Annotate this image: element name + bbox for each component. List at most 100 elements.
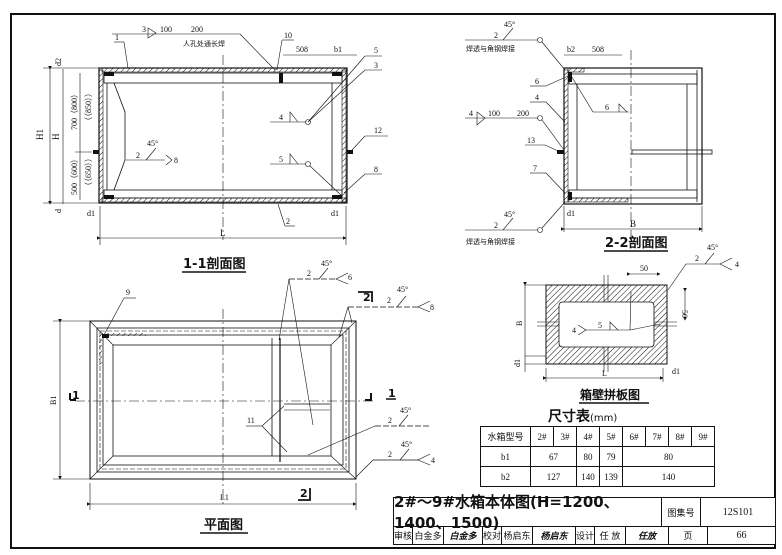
svg-text:4: 4 (469, 109, 473, 118)
dim-L: L (220, 228, 226, 238)
plan-view: 1 1 2 2 B1 L1 9 11 2 45° 6 2 45° (49, 259, 435, 534)
panel-view: B d1 L d1 50 50 2 45° 4 5 4 箱壁拼板图 (513, 243, 739, 404)
svg-text:200: 200 (517, 109, 529, 118)
atlas-label: 图集号 (662, 498, 701, 526)
section-mark-1-right: 1 (388, 387, 396, 400)
svg-text:6: 6 (535, 77, 539, 86)
designer-name: 任 放 (595, 526, 626, 544)
svg-text:508: 508 (592, 45, 604, 54)
svg-text:2: 2 (388, 450, 392, 459)
svg-text:5: 5 (279, 155, 283, 164)
review-label: 审核 (394, 526, 413, 544)
atlas-number: 12S101 (722, 506, 754, 518)
design-label: 设计 (576, 526, 595, 544)
svg-text:6: 6 (348, 273, 352, 282)
dimension-table: 水箱型号 2# 3# 4# 5# 6# 7# 8# 9# b1 67 80 79… (480, 426, 715, 487)
dim-508: 508 (296, 45, 308, 54)
svg-text:2: 2 (387, 296, 391, 305)
dim-d1-right: d1 (331, 209, 339, 218)
svg-text:45°: 45° (147, 139, 158, 148)
top-plate-hatch (101, 67, 347, 73)
checker-name: 杨启东 (502, 526, 533, 544)
svg-text:45°: 45° (504, 210, 515, 219)
svg-text:10: 10 (284, 31, 292, 40)
svg-text:5: 5 (374, 46, 378, 55)
svg-text:45°: 45° (400, 406, 411, 415)
svg-text:4: 4 (735, 260, 739, 269)
stiffener-right (347, 150, 353, 154)
page-number: 66 (736, 529, 747, 541)
svg-text:9: 9 (126, 288, 130, 297)
page-label: 页 (669, 526, 708, 544)
svg-text:50: 50 (640, 264, 648, 273)
svg-text:3: 3 (374, 61, 378, 70)
svg-text:45°: 45° (401, 440, 412, 449)
svg-text:45°: 45° (504, 20, 515, 29)
section-2-2-view: B d1 b2 508 2 45° 焊透与角钢焊接 2 45° 焊透与角钢焊接 … (465, 20, 713, 252)
designer-signature: 任放 (626, 526, 669, 544)
svg-text:4: 4 (572, 326, 576, 335)
svg-text:2: 2 (494, 31, 498, 40)
svg-text:2: 2 (136, 151, 140, 160)
dim-upper: 700（800） (70, 90, 79, 130)
dim-H1: H1 (35, 129, 45, 140)
check-label: 校对 (483, 526, 502, 544)
weld-note-top: 焊透与角钢焊接 (466, 44, 515, 53)
stiffener-13 (557, 150, 564, 154)
dim-upper-alt: （（850）） (84, 89, 93, 125)
section-2-2-title: 2-2剖面图 (605, 235, 668, 251)
svg-text:11: 11 (247, 416, 255, 425)
svg-text:6: 6 (605, 103, 609, 112)
svg-text:4: 4 (279, 113, 283, 122)
svg-text:100: 100 (488, 109, 500, 118)
dim-lower-alt: （（650）） (84, 154, 93, 190)
svg-text:13: 13 (527, 136, 535, 145)
section-mark-2-bottom: 2 (300, 487, 308, 500)
table-header-row: 水箱型号 2# 3# 4# 5# 6# 7# 8# 9# (480, 426, 715, 447)
dim-d1-left: d1 (87, 209, 95, 218)
panel-title: 箱壁拼板图 (580, 387, 640, 402)
svg-text:5: 5 (598, 321, 602, 330)
plan-title: 平面图 (204, 518, 243, 533)
dim-d: d (54, 209, 63, 213)
reviewer-signature: 白金多 (444, 526, 483, 544)
svg-text:4: 4 (431, 456, 435, 465)
sheet-border (10, 13, 776, 549)
title-block: 2#～9#水箱本体图(H=1200、1400、1500) 图集号 12S101 … (393, 493, 776, 545)
stiffener-left (93, 150, 99, 154)
dim-b1: b1 (334, 45, 342, 54)
svg-text:L1: L1 (220, 493, 229, 502)
bottom-plate-hatch (101, 197, 347, 203)
svg-text:d1: d1 (567, 209, 575, 218)
weld-note-bottom: 焊透与角钢焊接 (466, 237, 515, 246)
svg-text:8: 8 (374, 165, 378, 174)
drawing-title: 2#～9#水箱本体图(H=1200、1400、1500) (394, 493, 662, 532)
svg-text:100: 100 (160, 25, 172, 34)
svg-text:45°: 45° (707, 243, 718, 252)
right-wall-hatch (341, 69, 347, 203)
svg-text:d1: d1 (672, 367, 680, 376)
section-mark-2-top: 2 (363, 291, 371, 304)
svg-text:8: 8 (174, 156, 178, 165)
svg-text:B1: B1 (49, 396, 58, 405)
svg-text:12: 12 (374, 126, 382, 135)
checker-signature: 杨启东 (533, 526, 576, 544)
svg-text:2: 2 (695, 254, 699, 263)
svg-text:7: 7 (533, 164, 537, 173)
svg-text:4: 4 (535, 93, 539, 102)
svg-text:45°: 45° (397, 285, 408, 294)
svg-text:2: 2 (286, 217, 290, 226)
weld-note: 人孔处通长焊 (183, 39, 225, 48)
svg-text:45°: 45° (321, 259, 332, 268)
dim-d2: d2 (54, 58, 63, 66)
dim-H: H (51, 133, 61, 140)
svg-text:b2: b2 (567, 45, 575, 54)
svg-text:B: B (515, 321, 524, 326)
svg-text:200: 200 (191, 25, 203, 34)
svg-text:2: 2 (388, 416, 392, 425)
section-1-1-title: 1-1剖面图 (183, 256, 246, 272)
table-row: b2 127 140 139 140 (480, 466, 715, 487)
svg-text:8: 8 (430, 303, 434, 312)
svg-text:3: 3 (142, 25, 146, 34)
